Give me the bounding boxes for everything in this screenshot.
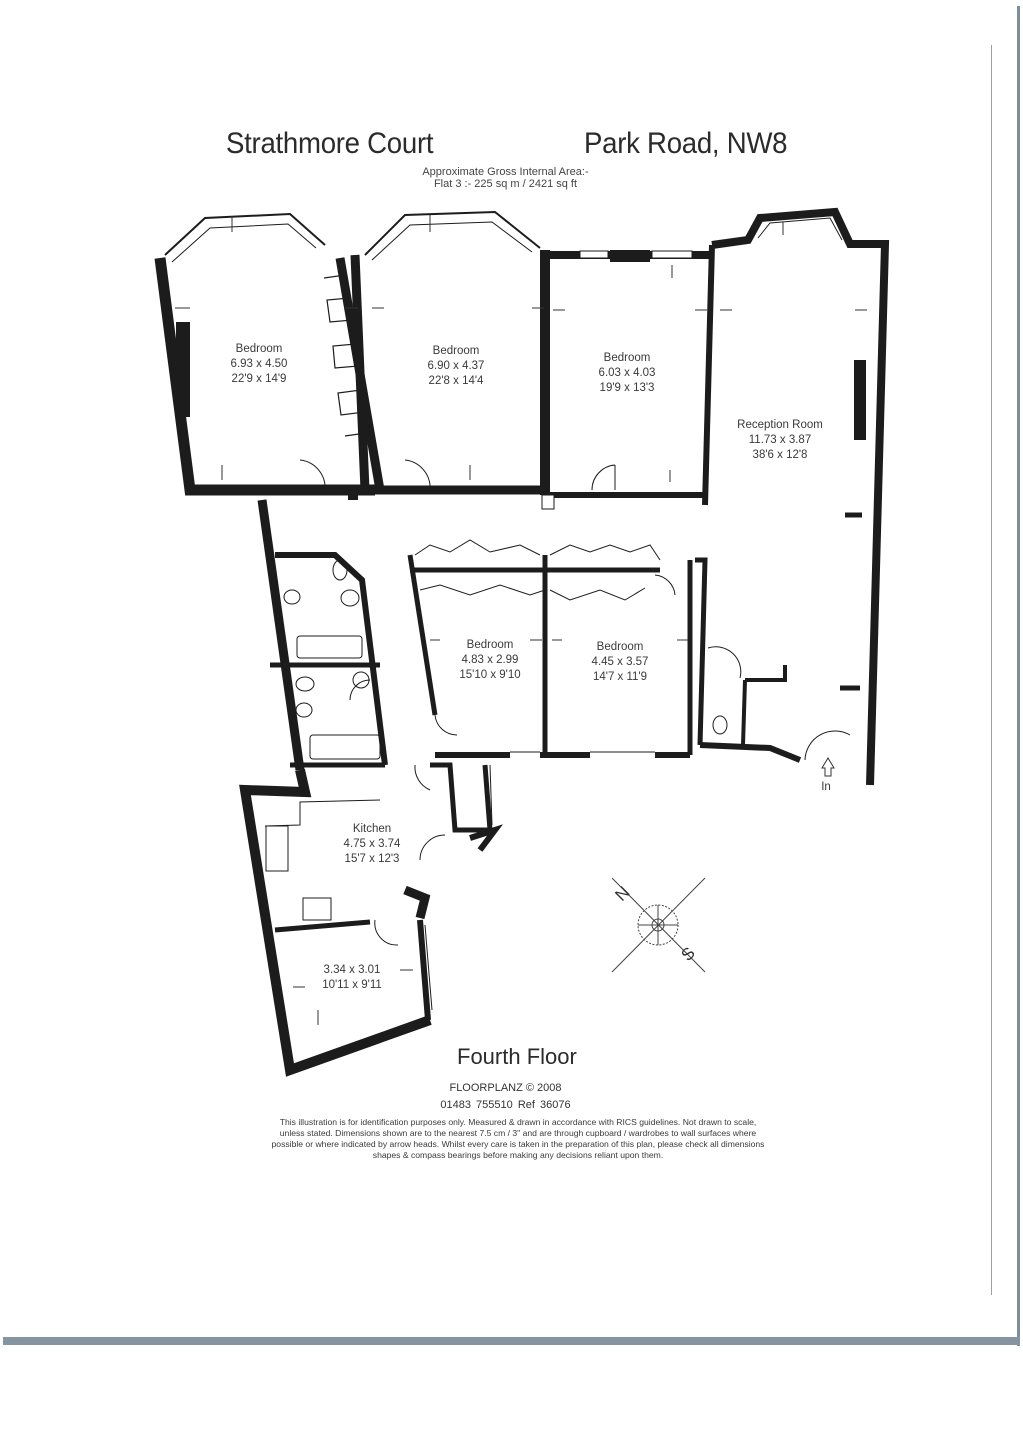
scan-artifact-line — [991, 45, 992, 1295]
room-label-bedroom-3: Bedroom 6.03 x 4.03 19'9 x 13'3 — [599, 352, 656, 394]
svg-text:11.73 x 3.87: 11.73 x 3.87 — [749, 434, 811, 446]
room-label-reception: Reception Room 11.73 x 3.87 38'6 x 12'8 — [737, 419, 823, 461]
svg-text:N: N — [611, 883, 633, 905]
svg-text:S: S — [677, 943, 698, 964]
entrance-marker: In — [821, 757, 835, 793]
bathrooms-walls — [257, 499, 388, 771]
phone-reference: 01483 755510 Ref 36076 — [440, 1099, 571, 1111]
building-title: Strathmore Court — [226, 127, 434, 160]
svg-text:22'9 x 14'9: 22'9 x 14'9 — [232, 373, 287, 385]
reception-room-walls — [711, 207, 890, 786]
room-label-bedroom-4: Bedroom 4.83 x 2.99 15'10 x 9'10 — [459, 639, 520, 681]
svg-text:Bedroom: Bedroom — [433, 345, 480, 357]
svg-text:Bedroom: Bedroom — [236, 343, 283, 355]
address-title: Park Road, NW8 — [584, 127, 788, 160]
middle-bedrooms-walls — [407, 539, 693, 758]
room-label-bedroom-1: Bedroom 6.93 x 4.50 22'9 x 14'9 — [231, 343, 288, 385]
room-label-bedroom-5: Bedroom 4.45 x 3.57 14'7 x 11'9 — [592, 641, 649, 683]
svg-text:4.75 x 3.74: 4.75 x 3.74 — [344, 838, 402, 850]
svg-text:19'9 x 13'3: 19'9 x 13'3 — [600, 382, 655, 394]
svg-text:6.90 x 4.37: 6.90 x 4.37 — [428, 360, 485, 372]
svg-text:15'7 x 12'3: 15'7 x 12'3 — [345, 853, 400, 865]
svg-text:Bedroom: Bedroom — [597, 641, 644, 653]
dimension-arrows — [175, 215, 867, 1025]
area-value: Flat 3 :- 225 sq m / 2421 sq ft — [433, 178, 578, 190]
scan-edge-bottom — [3, 1337, 1020, 1345]
entrance-arrow-icon — [821, 757, 835, 777]
floor-title: Fourth Floor — [457, 1044, 577, 1069]
svg-text:Reception Room: Reception Room — [737, 419, 823, 431]
svg-text:38'6 x 12'8: 38'6 x 12'8 — [753, 449, 808, 461]
svg-text:3.34 x 3.01: 3.34 x 3.01 — [324, 964, 381, 976]
disclaimer-text: This illustration is for identification … — [271, 1117, 765, 1160]
svg-text:22'8 x 14'4: 22'8 x 14'4 — [429, 375, 485, 387]
wc-walls — [695, 557, 851, 763]
kitchen-walls — [239, 762, 504, 1077]
svg-text:14'7 x 11'9: 14'7 x 11'9 — [593, 671, 647, 683]
svg-text:15'10 x 9'10: 15'10 x 9'10 — [459, 669, 520, 681]
svg-text:6.93 x 4.50: 6.93 x 4.50 — [231, 358, 288, 370]
svg-text:6.03 x 4.03: 6.03 x 4.03 — [599, 367, 656, 379]
scan-edge-right — [1017, 6, 1020, 1346]
svg-text:In: In — [821, 781, 831, 793]
svg-text:Bedroom: Bedroom — [467, 639, 514, 651]
svg-text:10'11 x 9'11: 10'11 x 9'11 — [322, 979, 382, 991]
room-label-kitchen: Kitchen 4.75 x 3.74 15'7 x 12'3 — [344, 823, 402, 865]
svg-text:Kitchen: Kitchen — [353, 823, 391, 835]
room-label-small-room: 3.34 x 3.01 10'11 x 9'11 — [322, 964, 382, 991]
area-caption: Approximate Gross Internal Area:- — [422, 166, 589, 178]
bedroom-1-wardrobes — [323, 274, 367, 437]
door-arcs — [299, 459, 616, 510]
room-label-bedroom-2: Bedroom 6.90 x 4.37 22'8 x 14'4 — [428, 345, 485, 387]
svg-text:4.45 x 3.57: 4.45 x 3.57 — [592, 656, 649, 668]
svg-text:Bedroom: Bedroom — [604, 352, 651, 364]
company-credit: FLOORPLANZ © 2008 — [449, 1082, 562, 1094]
svg-text:4.83 x 2.99: 4.83 x 2.99 — [462, 654, 519, 666]
compass-rose-icon: N S — [611, 877, 706, 973]
